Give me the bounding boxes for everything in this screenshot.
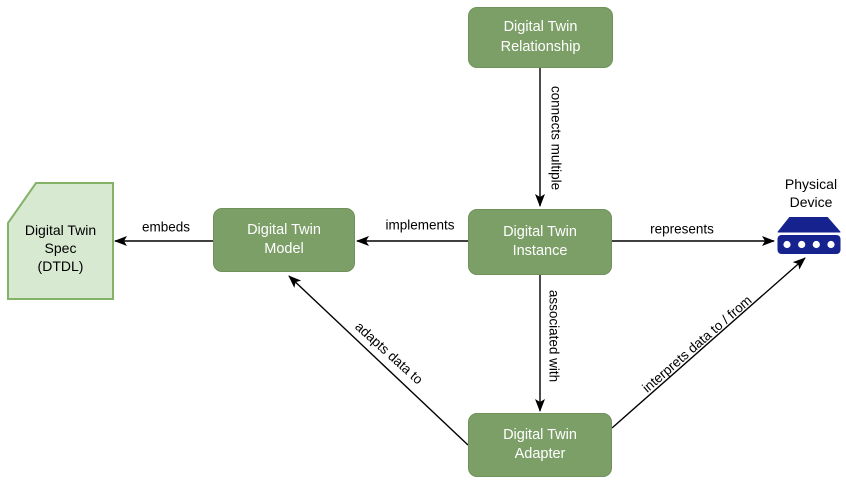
node-label-line: Digital Twin xyxy=(24,221,97,238)
node-label-line: Digital Twin xyxy=(503,426,577,443)
edge-interprets-data xyxy=(611,257,806,429)
node-digital-twin-model: Digital Twin Model xyxy=(213,208,355,272)
node-label-line: Digital Twin xyxy=(503,19,578,36)
node-label-line: Spec xyxy=(44,239,77,256)
document-shape-icon xyxy=(7,182,114,300)
edge-label-represents: represents xyxy=(650,221,714,237)
edge-adapts-data-to xyxy=(288,275,469,446)
node-label-line: Instance xyxy=(512,243,568,259)
node-label-line: Digital Twin xyxy=(503,223,577,240)
node-digital-twin-spec: Digital Twin Spec (DTDL) xyxy=(7,182,114,300)
node-label-line: Device xyxy=(789,193,833,210)
edge-label-associated-with: associated with xyxy=(546,289,562,383)
node-digital-twin-relationship: Digital Twin Relationship xyxy=(468,7,613,68)
node-digital-twin-adapter: Digital Twin Adapter xyxy=(468,413,612,477)
edge-label-embeds: embeds xyxy=(141,219,191,235)
edge-label-implements: implements xyxy=(385,217,455,233)
edge-label-connects-multiple: connects multiple xyxy=(548,85,564,191)
node-label-line: Digital Twin xyxy=(247,221,321,238)
node-label-line: Model xyxy=(264,241,304,257)
physical-device-icon xyxy=(777,217,841,254)
node-digital-twin-instance: Digital Twin Instance xyxy=(468,209,612,275)
spec-label: Digital Twin Spec (DTDL) xyxy=(7,182,114,300)
node-label-line: Physical xyxy=(784,176,838,192)
node-label-line: (DTDL) xyxy=(37,258,84,275)
node-label-line: Adapter xyxy=(514,446,566,462)
node-label-line: Relationship xyxy=(500,38,581,55)
physical-device-label: Physical Device xyxy=(770,176,846,211)
